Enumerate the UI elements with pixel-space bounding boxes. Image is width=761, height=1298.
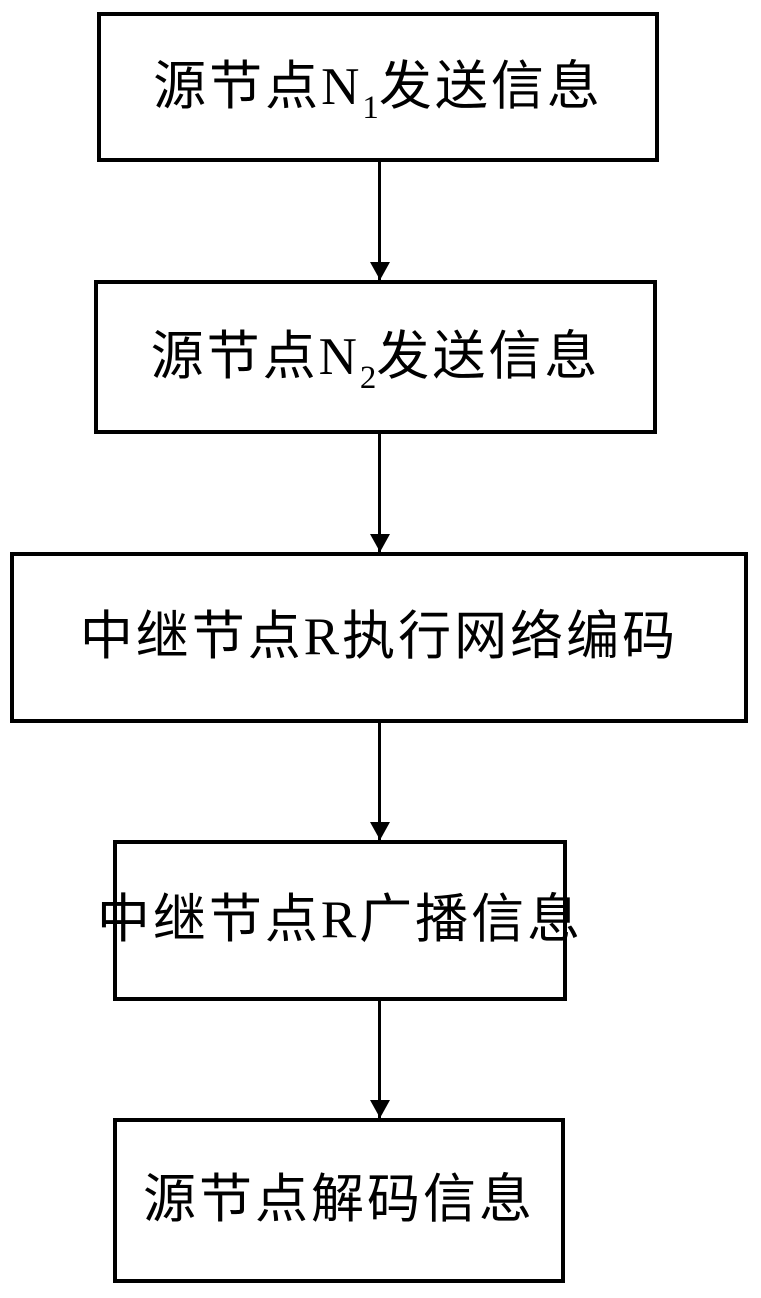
flow-step-label: 源节点N1发送信息 — [153, 57, 603, 125]
flow-step-label: 源节点N2发送信息 — [150, 327, 601, 395]
label-text-pre: 源节点N — [153, 57, 363, 116]
label-text-post: 发送信息 — [376, 327, 601, 386]
flow-arrow-2-to-3 — [378, 434, 381, 552]
flow-arrow-3-to-4 — [378, 723, 381, 840]
label-subscript: 2 — [359, 360, 377, 397]
flow-step-source-n1-send: 源节点N1发送信息 — [97, 12, 659, 162]
flow-step-relay-broadcast: 中继节点R广播信息 — [97, 840, 580, 1001]
label-text-pre: 源节点N — [150, 327, 360, 386]
flow-step-label: 中继节点R执行网络编码 — [79, 608, 679, 667]
flow-step-label: 中继节点R广播信息 — [96, 891, 584, 950]
flow-step-source-decode: 源节点解码信息 — [113, 1118, 565, 1283]
label-subscript: 1 — [362, 90, 379, 127]
flow-step-source-n2-send: 源节点N2发送信息 — [94, 280, 657, 434]
label-text-post: 发送信息 — [378, 57, 603, 116]
flow-step-relay-network-coding: 中继节点R执行网络编码 — [10, 552, 748, 723]
flow-step-label: 源节点解码信息 — [143, 1171, 535, 1230]
flow-arrow-4-to-5 — [378, 1001, 381, 1118]
flow-arrow-1-to-2 — [378, 162, 381, 280]
